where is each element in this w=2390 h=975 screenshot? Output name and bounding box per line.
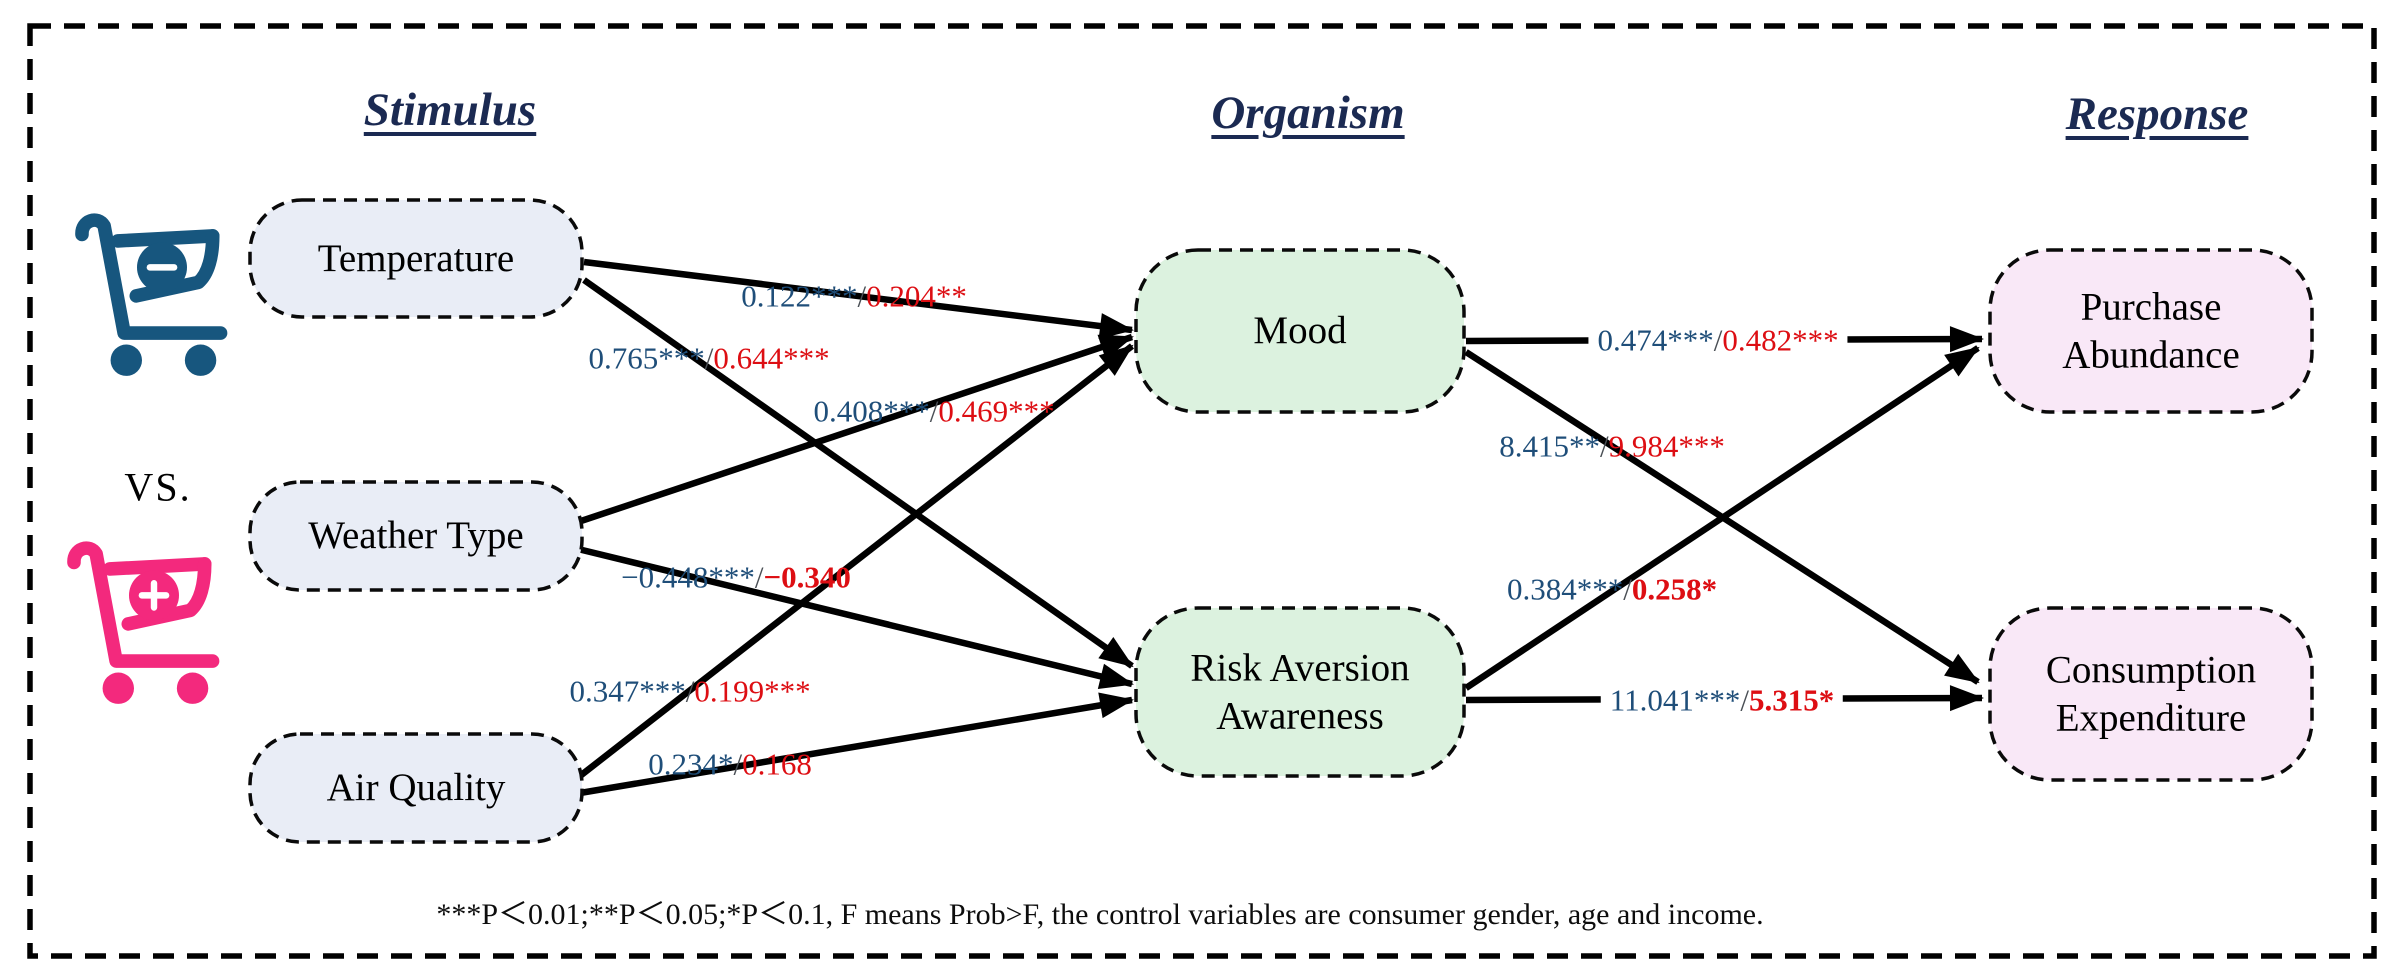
node-air-quality-box (248, 732, 584, 844)
coef-risk-aversion-consumption-expenditure: 11.041***/5.315* (1600, 682, 1844, 718)
coef-air-quality-risk-aversion: 0.234*/0.168 (648, 749, 812, 780)
coef-red-value: 0.168 (742, 746, 812, 782)
coef-blue-value: −0.448*** (621, 559, 755, 595)
header-response: Response (2065, 88, 2249, 140)
node-weather-type-label: Weather Type (308, 514, 524, 558)
coef-red-value: 5.315* (1748, 682, 1835, 718)
edge-air-quality-mood (578, 343, 1134, 779)
coef-blue-value: 0.122*** (741, 278, 858, 314)
node-weather-type-box (248, 480, 584, 592)
coef-blue-value: 11.041*** (1609, 682, 1741, 718)
node-purchase-abundance-label: Purchase Abundance (2062, 285, 2240, 376)
coef-temperature-risk-aversion: 0.765***/0.644*** (588, 343, 829, 374)
coef-mood-consumption-expenditure: 8.415**/9.984*** (1499, 431, 1725, 462)
coef-separator: / (857, 278, 867, 314)
node-mood-label: Mood (1253, 309, 1347, 353)
cart-minus-icon (75, 213, 228, 376)
coef-risk-aversion-purchase-abundance: 0.384***/0.258* (1507, 574, 1717, 605)
coef-separator: / (754, 559, 764, 595)
significance-footnote: ***P＜0.01;**P＜0.05;*P＜0.1, F means Prob>… (436, 898, 1764, 931)
vs-label: VS. (124, 464, 192, 510)
edge-risk-aversion-purchase-abundance (1464, 345, 1980, 691)
edge-weather-type-risk-aversion (577, 545, 1134, 690)
coef-red-value: 0.644*** (713, 340, 830, 376)
coef-temperature-mood: 0.122***/0.204** (741, 281, 967, 312)
coef-separator: / (685, 673, 695, 709)
node-mood-box (1134, 248, 1466, 414)
cart-plus-icon (67, 541, 220, 704)
coef-blue-value: 0.234* (648, 746, 734, 782)
figure-border (27, 23, 2377, 959)
coef-red-value: 0.204** (866, 278, 967, 314)
coef-separator: / (1623, 571, 1632, 607)
coef-blue-value: 0.408*** (813, 393, 930, 429)
coef-separator: / (733, 746, 743, 782)
node-purchase-abundance-box (1988, 248, 2314, 414)
edge-air-quality-risk-aversion (579, 692, 1134, 797)
header-stimulus: Stimulus (363, 84, 537, 136)
coef-red-value: 0.482*** (1722, 322, 1839, 358)
edge-temperature-mood (583, 258, 1134, 339)
edge-temperature-risk-aversion (582, 277, 1134, 669)
node-risk-aversion-box (1134, 606, 1466, 778)
coef-separator: / (929, 393, 939, 429)
coef-blue-value: 0.384*** (1506, 571, 1624, 607)
coef-red-value: 0.199*** (694, 673, 811, 709)
node-air-quality-label: Air Quality (326, 766, 506, 810)
coef-separator: / (1713, 322, 1723, 358)
coef-blue-value: 0.474*** (1597, 322, 1714, 358)
coef-red-value: −0.340 (763, 559, 851, 595)
header-organism: Organism (1211, 87, 1405, 139)
coef-red-value: 0.258* (1631, 571, 1718, 607)
coef-air-quality-mood: 0.347***/0.199*** (569, 676, 810, 707)
coef-separator: / (1599, 428, 1609, 464)
edge-weather-type-mood (576, 333, 1134, 526)
coef-red-value: 9.984*** (1608, 428, 1725, 464)
node-temperature-label: Temperature (317, 237, 515, 281)
coef-blue-value: 0.765*** (588, 340, 705, 376)
node-consumption-expenditure-label: Consumption Expenditure (2045, 648, 2257, 739)
coef-separator: / (1740, 682, 1749, 718)
coef-mood-purchase-abundance: 0.474***/0.482*** (1588, 322, 1848, 358)
coef-blue-value: 0.347*** (569, 673, 686, 709)
node-risk-aversion-label: Risk Aversion Awareness (1190, 646, 1410, 737)
node-consumption-expenditure-box (1988, 606, 2314, 782)
coef-weather-type-mood: 0.408***/0.469*** (813, 396, 1054, 427)
coef-weather-type-risk-aversion: −0.448***/−0.340 (621, 562, 851, 593)
coef-red-value: 0.469*** (938, 393, 1055, 429)
coef-separator: / (704, 340, 714, 376)
coef-blue-value: 8.415** (1499, 428, 1600, 464)
node-temperature-box (248, 198, 584, 319)
